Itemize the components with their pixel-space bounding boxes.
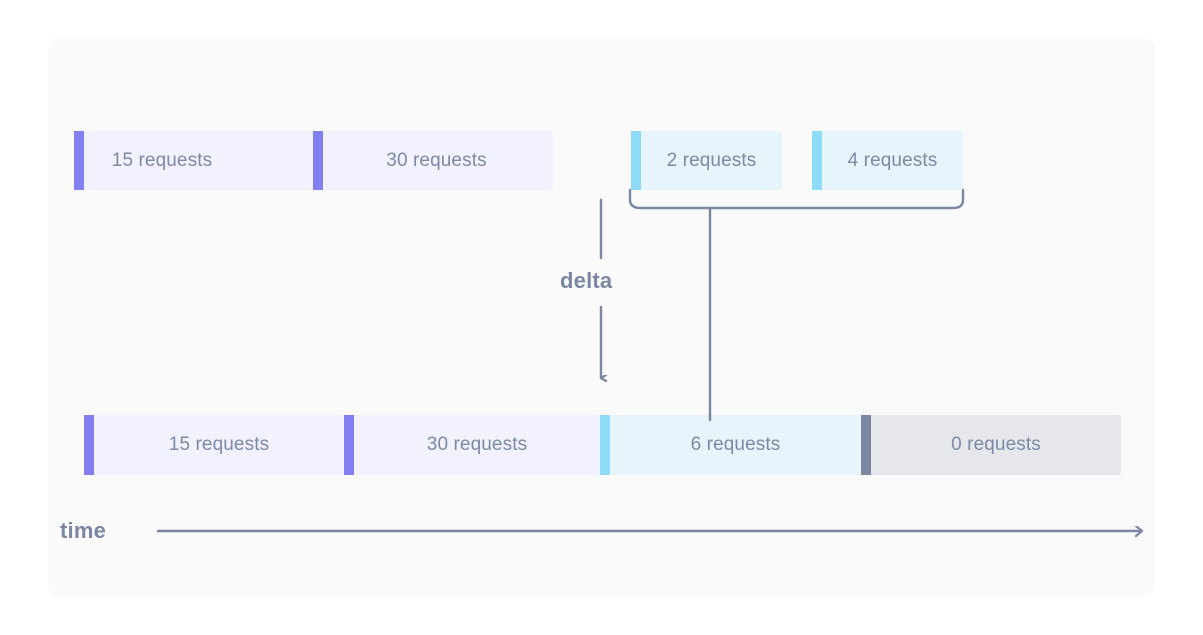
bottom-segment-1: 30 requests (344, 415, 600, 475)
bottom-segment-0-label: 15 requests (168, 434, 270, 455)
bottom-segment-3-label: 0 requests (951, 434, 1041, 455)
diagram-card (48, 38, 1155, 597)
top-segment-3: 4 requests (812, 131, 963, 190)
delta-label: delta (560, 268, 613, 293)
top-segment-1-label: 30 requests (386, 149, 487, 171)
top-segment-0-label: 15 requests (111, 149, 213, 171)
top-segment-3-label: 4 requests (847, 149, 938, 171)
bottom-segment-3-accent (861, 415, 871, 475)
top-segment-2: 2 requests (631, 131, 782, 190)
bottom-segment-2-accent (600, 415, 610, 475)
bottom-segment-1-label: 30 requests (426, 434, 528, 455)
bottom-segment-1-accent (344, 415, 354, 475)
top-segment-3-accent (812, 131, 822, 190)
top-segment-0-accent (74, 131, 84, 190)
bottom-segment-0: 15 requests (84, 415, 344, 475)
bottom-segment-0-accent (84, 415, 94, 475)
bottom-segment-3: 0 requests (861, 415, 1121, 475)
time-label: time (60, 518, 107, 543)
top-segment-1: 30 requests (240, 131, 553, 190)
top-segment-0: 15 requests (74, 131, 240, 190)
bottom-segment-2-label: 6 requests (690, 434, 781, 455)
top-segment-1-accent (313, 131, 323, 190)
top-segment-2-accent (631, 131, 641, 190)
bottom-segment-2: 6 requests (600, 415, 861, 475)
top-segment-2-label: 2 requests (666, 149, 757, 171)
